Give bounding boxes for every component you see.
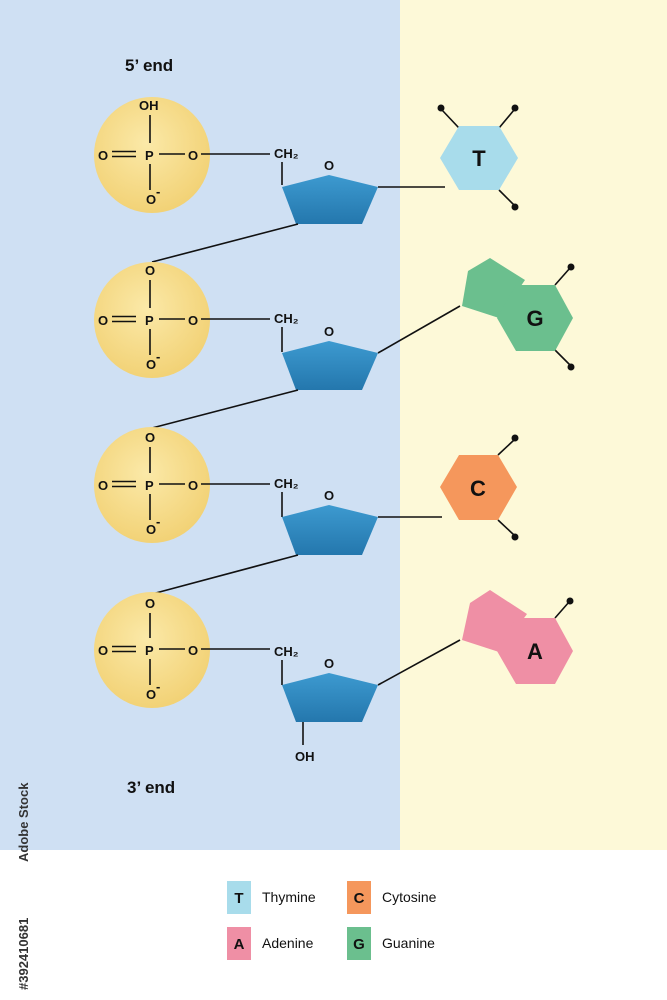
ester-oxygen-label: O <box>188 148 198 163</box>
legend: T Thymine C Cytosine A Adenine G Guanine <box>227 881 437 960</box>
base-letter: A <box>527 639 543 664</box>
stock-watermark-id: #392410681 <box>16 918 31 990</box>
base-hexagon <box>497 285 573 351</box>
phosphate-group: O O P O O - <box>94 262 210 378</box>
legend-item-adenine: A Adenine <box>227 927 314 960</box>
legend-letter: A <box>234 936 245 953</box>
nucleotide-1: OH O P O O - CH₂ O <box>94 97 445 263</box>
base-adenine: A <box>462 590 574 684</box>
legend-label: Cytosine <box>382 889 437 905</box>
ester-oxygen-label: O <box>188 478 198 493</box>
top-oxygen-label: OH <box>139 98 159 113</box>
negative-oxygen-label: O <box>146 522 156 537</box>
phosphate-circle <box>94 427 210 543</box>
phosphate-circle <box>94 592 210 708</box>
deoxyribose-sugar <box>282 341 378 390</box>
top-oxygen-label: O <box>145 430 155 445</box>
top-oxygen-label: O <box>145 596 155 611</box>
base-pentagon <box>462 590 527 652</box>
double-bond-oxygen-label: O <box>98 313 108 328</box>
legend-letter: G <box>353 936 365 953</box>
legend-item-guanine: G Guanine <box>347 927 435 960</box>
legend-label: Adenine <box>262 935 314 951</box>
negative-oxygen-label: O <box>146 192 156 207</box>
phosphorus-label: P <box>145 643 154 658</box>
base-hexagon <box>497 618 573 684</box>
phosphorus-label: P <box>145 148 154 163</box>
phosphate-group: O O P O O - <box>94 427 210 543</box>
negative-charge-sign: - <box>156 184 160 199</box>
legend-label: Guanine <box>382 935 435 951</box>
base-thymine: T <box>437 104 519 211</box>
three-prime-end-label: 3’ end <box>127 778 175 797</box>
ch2-label: CH₂ <box>274 476 299 491</box>
legend-swatch <box>347 881 371 914</box>
negative-charge-sign: - <box>156 514 160 529</box>
phosphate-group: OH O P O O - <box>94 97 210 213</box>
negative-charge-sign: - <box>156 349 160 364</box>
nucleotide-4: O O P O O - CH₂ O OH <box>94 592 461 764</box>
sugar-oxygen-label: O <box>324 656 334 671</box>
double-bond-oxygen-label: O <box>98 478 108 493</box>
legend-letter: C <box>354 890 365 907</box>
base-hexagon <box>440 455 517 520</box>
base-hexagon <box>440 126 518 190</box>
base-cytosine: C <box>440 434 519 541</box>
base-letter: C <box>470 476 486 501</box>
sugar-oxygen-label: O <box>324 324 334 339</box>
three-prime-hydroxyl-label: OH <box>295 749 315 764</box>
negative-oxygen-label: O <box>146 357 156 372</box>
deoxyribose-sugar <box>282 505 378 555</box>
phosphate-group: O O P O O - <box>94 592 210 708</box>
phosphorus-label: P <box>145 313 154 328</box>
ester-oxygen-label: O <box>188 313 198 328</box>
legend-item-cytosine: C Cytosine <box>347 881 437 914</box>
ch2-label: CH₂ <box>274 146 299 161</box>
negative-charge-sign: - <box>156 679 160 694</box>
ch2-label: CH₂ <box>274 311 299 326</box>
deoxyribose-sugar <box>282 673 378 722</box>
top-oxygen-label: O <box>145 263 155 278</box>
base-letter: G <box>526 306 543 331</box>
ester-oxygen-label: O <box>188 643 198 658</box>
sugar-oxygen-label: O <box>324 158 334 173</box>
right-panel <box>400 0 667 850</box>
phosphate-circle <box>94 262 210 378</box>
legend-item-thymine: T Thymine <box>227 881 316 914</box>
nucleotide-2: O O P O O - CH₂ O <box>94 262 461 429</box>
legend-swatch <box>227 927 251 960</box>
legend-swatch <box>347 927 371 960</box>
double-bond-oxygen-label: O <box>98 148 108 163</box>
nucleotide-3: O O P O O - CH₂ O <box>94 427 442 595</box>
base-letter: T <box>472 146 486 171</box>
double-bond-oxygen-label: O <box>98 643 108 658</box>
stock-watermark-brand: Adobe Stock <box>16 782 31 862</box>
sugar-oxygen-label: O <box>324 488 334 503</box>
phosphate-circle <box>94 97 210 213</box>
phosphorus-label: P <box>145 478 154 493</box>
legend-swatch <box>227 881 251 914</box>
five-prime-end-label: 5’ end <box>125 56 173 75</box>
legend-letter: T <box>234 890 243 907</box>
ch2-label: CH₂ <box>274 644 299 659</box>
legend-label: Thymine <box>262 889 316 905</box>
negative-oxygen-label: O <box>146 687 156 702</box>
base-guanine: G <box>462 258 575 371</box>
deoxyribose-sugar <box>282 175 378 224</box>
